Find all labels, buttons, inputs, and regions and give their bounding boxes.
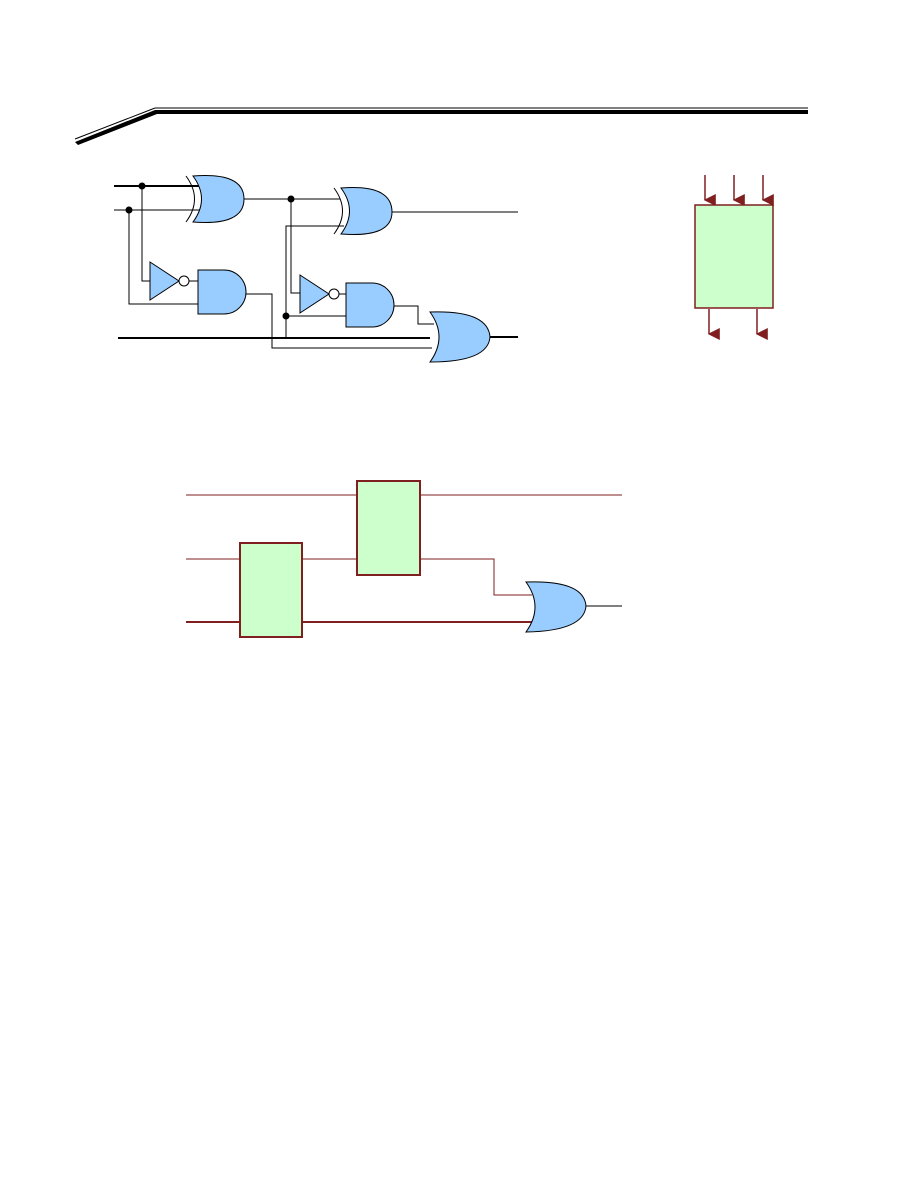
not-gate-2 (299, 274, 346, 314)
wire-b-to-and1 (128, 210, 198, 305)
header-rule (74, 107, 808, 145)
and-gate-2 (345, 282, 395, 328)
wire-xor1-to-not2 (290, 199, 300, 294)
block-circuit (186, 480, 622, 638)
block-2 (356, 480, 421, 576)
wire-block2-to-or (420, 558, 532, 596)
wire-cin-to-xor2 (285, 225, 344, 338)
block-symbol-box (694, 204, 774, 309)
block-symbol (694, 175, 774, 340)
and-gate-1 (197, 269, 247, 315)
wire-and2-out (394, 305, 434, 325)
or-gate-1 (429, 311, 491, 363)
not-gate-1 (149, 261, 198, 301)
wire-and1-out (246, 293, 432, 349)
gate-circuit (114, 182, 518, 349)
xor-gate-1 (185, 174, 245, 224)
wire-a-to-not1 (141, 186, 150, 282)
xor-gate-2 (333, 187, 393, 236)
block-1 (239, 542, 303, 638)
or-gate-2 (525, 581, 587, 633)
